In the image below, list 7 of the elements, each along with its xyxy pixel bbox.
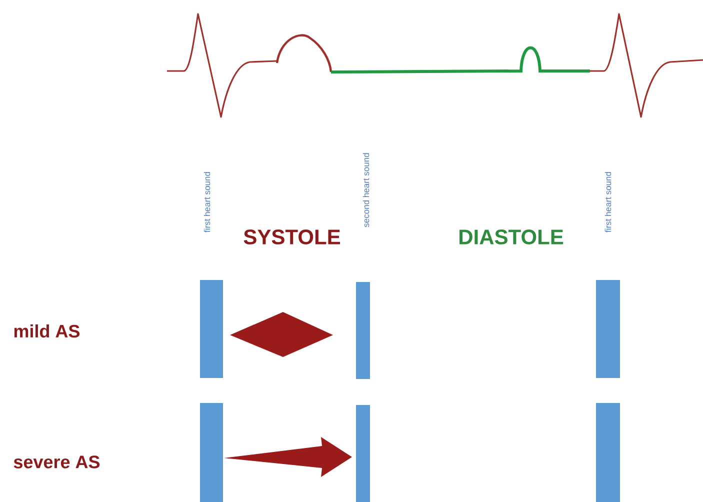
vertical-label: first heart sound [604,172,612,232]
grade-label: mild AS [14,324,80,338]
vertical-label: second heart sound [362,153,370,228]
phase-label: SYSTOLE [244,230,340,244]
vertical-label: first heart sound [204,172,210,232]
grade-label: severe AS [14,456,100,468]
phase-label: DIASTOLE [460,230,564,244]
